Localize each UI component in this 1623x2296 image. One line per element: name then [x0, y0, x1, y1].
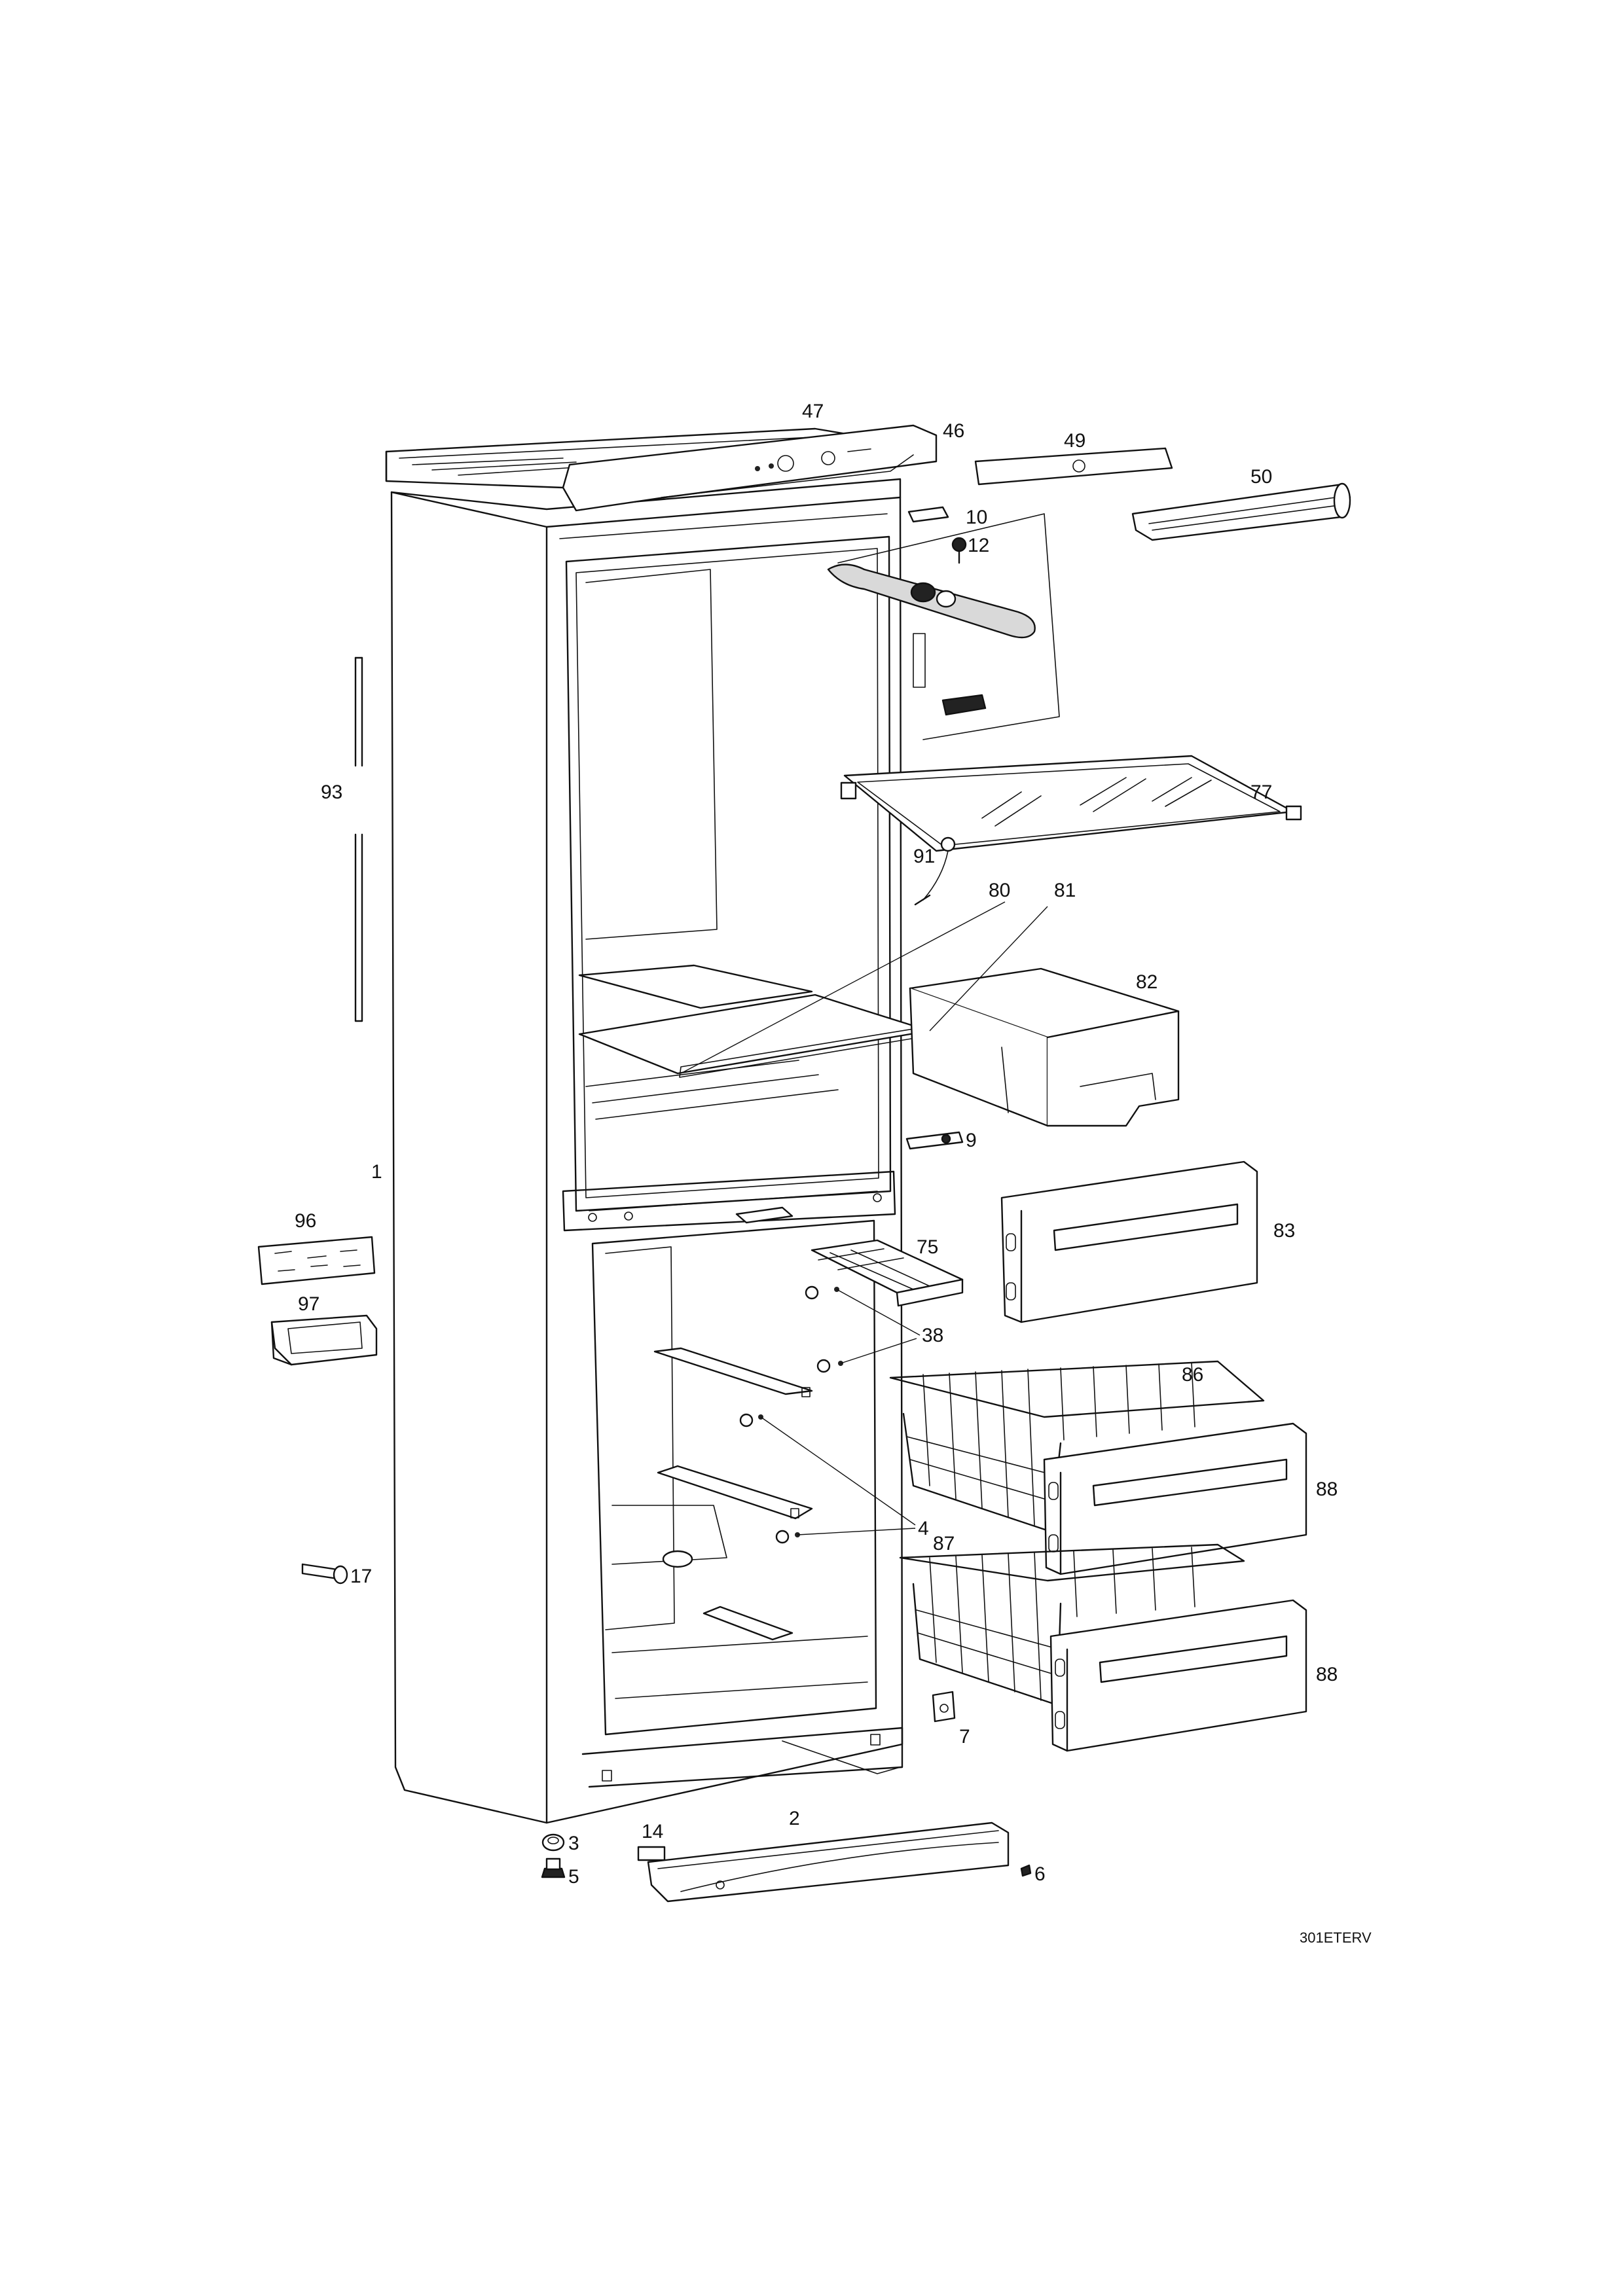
small-parts-top	[907, 506, 967, 564]
label-6: 6	[1034, 1863, 1046, 1885]
label-2: 2	[789, 1808, 800, 1829]
label-47: 47	[802, 401, 824, 422]
document-code: 301ETERV	[1300, 1929, 1372, 1946]
label-77: 77	[1250, 781, 1272, 803]
crisper-drawer	[909, 967, 1180, 1127]
freezer-rails	[611, 1206, 813, 1641]
handle-bar	[1131, 482, 1351, 541]
bracket-7	[932, 1691, 956, 1723]
label-14: 14	[642, 1821, 663, 1842]
screws	[739, 1285, 843, 1544]
label-50: 50	[1250, 466, 1272, 488]
label-46: 46	[943, 420, 964, 442]
label-3: 3	[568, 1833, 579, 1854]
label-97: 97	[298, 1293, 319, 1315]
label-96: 96	[295, 1210, 316, 1232]
label-12: 12	[968, 535, 989, 556]
label-7: 7	[959, 1726, 970, 1748]
pin-17	[301, 1563, 348, 1585]
label-86: 86	[1182, 1364, 1203, 1386]
drawer-front-upper	[1043, 1422, 1307, 1575]
cabinet-body	[390, 478, 903, 1824]
label-1: 1	[371, 1161, 382, 1183]
control-panel	[562, 424, 938, 512]
glass-shelf	[840, 755, 1302, 852]
label-87: 87	[933, 1533, 955, 1554]
leader-lines	[680, 901, 1048, 1535]
ice-tray	[811, 1239, 964, 1307]
hinge-plate-96	[257, 1236, 376, 1285]
label-4: 4	[918, 1518, 929, 1539]
lamp-cable	[914, 836, 956, 906]
trim-strip	[974, 447, 1173, 486]
freezer-flap	[1000, 1160, 1258, 1323]
door-gasket	[354, 656, 363, 1022]
label-38: 38	[922, 1325, 943, 1346]
label-82: 82	[1136, 971, 1158, 993]
label-17: 17	[350, 1566, 372, 1587]
label-88-lower: 88	[1316, 1664, 1338, 1685]
label-81: 81	[1054, 880, 1076, 901]
hinge-9	[905, 1131, 964, 1150]
label-49: 49	[1064, 430, 1085, 452]
kickplate	[637, 1821, 1010, 1903]
thermostat-assembly	[827, 513, 1060, 740]
label-10: 10	[966, 507, 987, 528]
label-5: 5	[568, 1866, 579, 1888]
drawer-front-lower	[1049, 1599, 1307, 1752]
label-93: 93	[321, 781, 342, 803]
label-80: 80	[989, 880, 1010, 901]
door-bin-97	[270, 1314, 378, 1366]
label-91: 91	[913, 846, 935, 867]
label-75: 75	[917, 1236, 938, 1258]
label-88-upper: 88	[1316, 1479, 1338, 1500]
part-number-labels: 1 2 3 4 5 6 7 9 10 12 14 17 38 46 47 49 …	[295, 401, 1338, 1888]
label-9: 9	[966, 1130, 977, 1151]
feet-screws	[541, 1833, 1032, 1878]
label-83: 83	[1273, 1220, 1295, 1242]
wire-basket-lower	[899, 1543, 1245, 1706]
